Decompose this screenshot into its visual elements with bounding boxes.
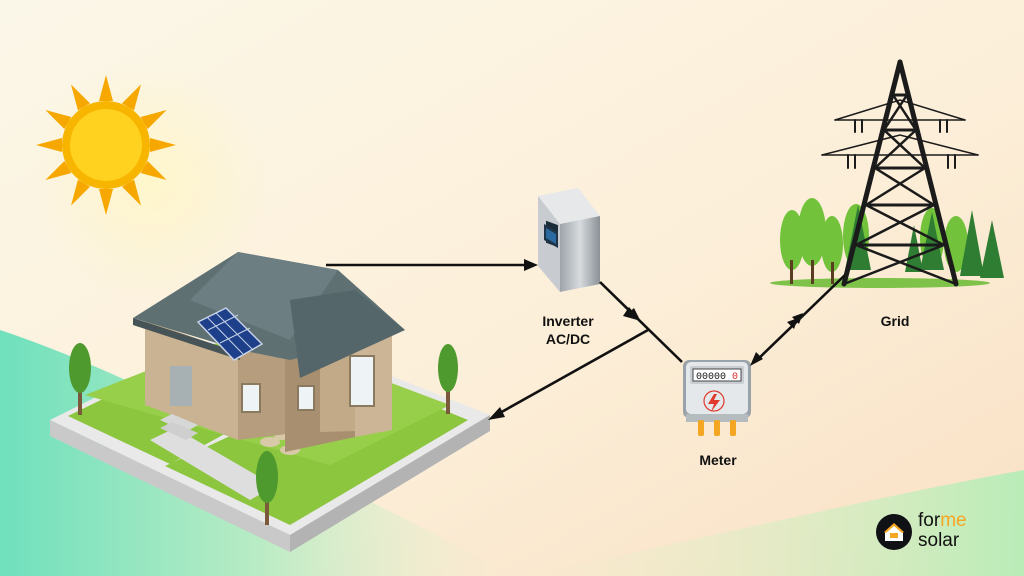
arrow-to-house: [488, 328, 649, 420]
solar-panel-icon: [196, 307, 264, 361]
flow-arrows: [326, 259, 846, 420]
power-tower-icon: [821, 59, 979, 287]
logo-word-solar: solar: [918, 530, 960, 551]
inverter-icon: [538, 188, 600, 292]
inverter-label-line1: Inverter: [542, 313, 594, 329]
tree-icon: [256, 451, 278, 525]
logo-line1: forme: [918, 510, 967, 531]
tree-icon: [69, 343, 91, 415]
grid-label: Grid: [880, 313, 910, 329]
door: [170, 366, 192, 406]
inverter-label: Inverter AC/DC: [528, 312, 608, 348]
arrow-house-to-inverter: [326, 259, 538, 271]
brand-logo: forme solar: [876, 510, 996, 554]
logo-word-for: for: [918, 510, 941, 531]
window: [241, 383, 261, 413]
meter-digits: 00000: [696, 372, 726, 383]
arrow-inverter-to-meter: [599, 281, 683, 363]
logo-word-me: me: [940, 510, 967, 531]
inverter-label-line2: AC/DC: [545, 331, 591, 347]
logo-house-icon: [876, 514, 912, 550]
arrow-meter-grid-bidirectional: [750, 274, 846, 366]
window: [297, 385, 315, 411]
meter-icon: 00000 0: [683, 360, 751, 436]
sun-icon: [36, 75, 176, 215]
meter-label: Meter: [699, 452, 737, 468]
tree-icon: [438, 344, 458, 414]
window: [349, 355, 375, 407]
house-scene: [50, 252, 490, 552]
meter-digit-red: 0: [732, 372, 738, 383]
